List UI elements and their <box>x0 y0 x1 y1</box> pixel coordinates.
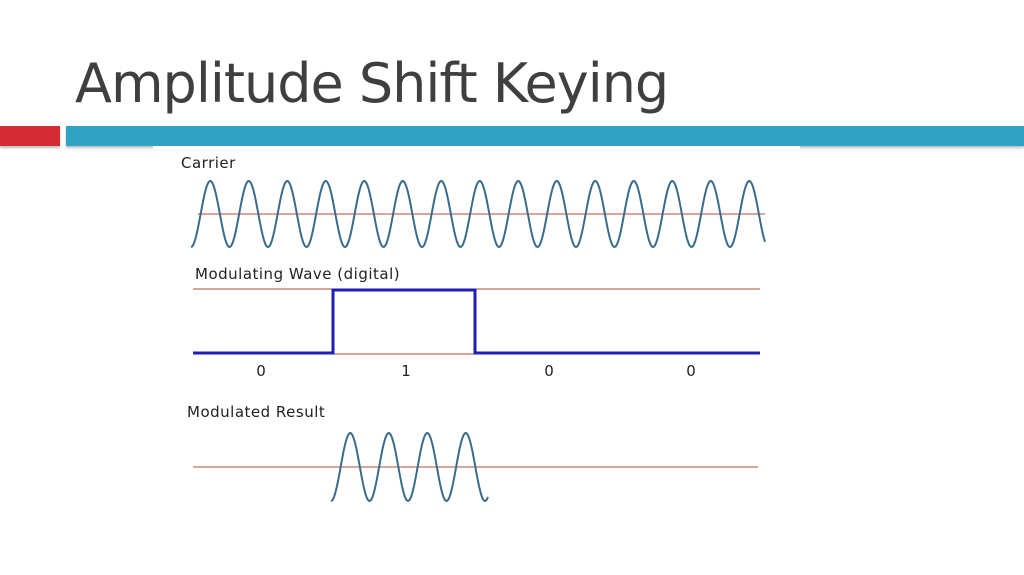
bit-label-3: 0 <box>544 362 554 380</box>
ask-diagram-svg: Carrier Modulating Wave (digital) 0 1 0 … <box>181 154 766 503</box>
carrier-label: Carrier <box>181 154 236 172</box>
digital-signal <box>193 288 760 355</box>
bit-label-2: 1 <box>401 362 411 380</box>
modulated-result-label: Modulated Result <box>187 403 325 421</box>
carrier-wave <box>190 179 766 249</box>
modulating-wave-label: Modulating Wave (digital) <box>195 265 400 283</box>
bit-label-1: 0 <box>256 362 266 380</box>
accent-bar-red <box>0 126 60 146</box>
slide-title: Amplitude Shift Keying <box>75 52 669 115</box>
accent-bar-blue <box>66 126 1024 146</box>
bit-label-4: 0 <box>686 362 696 380</box>
ask-diagram: Carrier Modulating Wave (digital) 0 1 0 … <box>153 146 800 550</box>
modulated-result-wave <box>330 431 489 503</box>
